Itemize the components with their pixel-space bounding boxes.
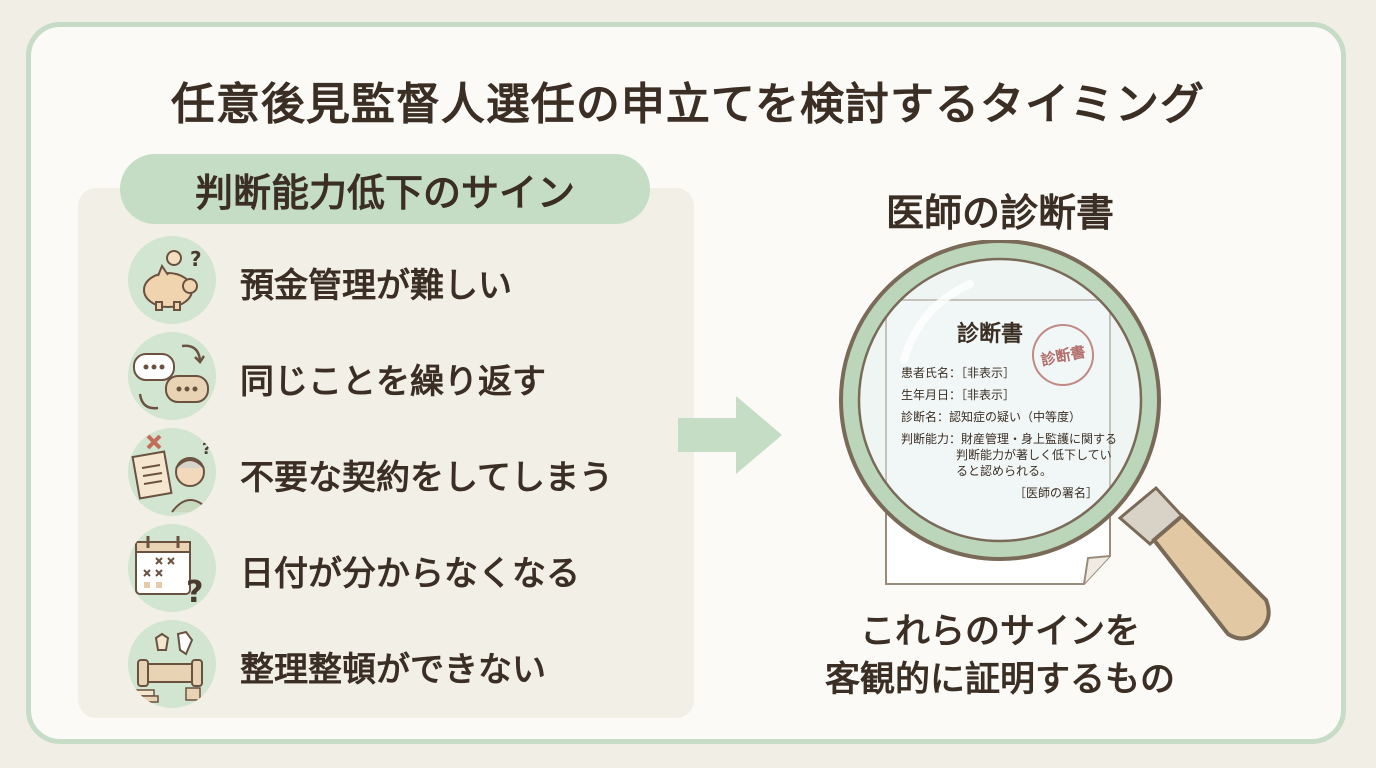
document-heading: 医師の診断書 (885, 191, 1114, 235)
document-field: 診断名：認知症の疑い（中等度） (901, 410, 1082, 424)
magnifier-lens (841, 241, 1159, 559)
field-value: ［非表示］ (961, 366, 1016, 380)
svg-text:?: ? (190, 247, 202, 271)
messy-room-icon (128, 620, 216, 708)
field-label: 患者氏名 (901, 366, 950, 380)
sign-item: 同じことを繰り返す (128, 332, 688, 422)
sign-item: 整理整頓ができない (128, 620, 688, 710)
sign-label: 整理整頓ができない (240, 650, 546, 690)
sign-item: ? 不要な契約をしてしまう (128, 428, 688, 518)
sign-item: ? 預金管理が難しい (128, 236, 688, 326)
repeating-speech-icon (128, 332, 216, 420)
field-value: 認知症の疑い（中等度） (949, 410, 1082, 424)
doctor-signature: ［医師の署名］ (1014, 486, 1099, 500)
calendar-question-icon: ? (128, 524, 216, 612)
sign-label: 同じことを繰り返す (240, 362, 546, 402)
sign-label: 預金管理が難しい (240, 266, 512, 306)
piggy-bank-question-icon: ? (128, 236, 216, 324)
caption-line: これらのサインを (859, 612, 1140, 652)
caption-line: 客観的に証明するもの (824, 660, 1175, 700)
field-label: 生年月日 (901, 388, 950, 402)
document-field: 患者氏名：［非表示］ (901, 366, 1016, 380)
document-title: 診断書 (956, 322, 1023, 347)
sign-label: 日付が分からなくなる (240, 554, 580, 594)
document-field: 生年月日：［非表示］ (901, 388, 1016, 402)
field-continuation: 判断能力が著しく低下してい (956, 448, 1112, 462)
svg-text:?: ? (202, 439, 211, 458)
right-arrow-icon (678, 396, 782, 474)
svg-text:?: ? (186, 575, 203, 610)
document-field: 判断能力：財産管理・身上監護に関する (901, 432, 1118, 446)
magnifier-handle (1117, 485, 1271, 641)
field-value: ［非表示］ (961, 388, 1016, 402)
page-title: 任意後見監督人選任の申立てを検討するタイミング (170, 79, 1206, 130)
sign-item: ? 日付が分からなくなる (128, 524, 688, 614)
contract-confused-elder-icon: ? (128, 428, 216, 516)
field-value: 財産管理・身上監護に関する (961, 432, 1118, 446)
magnifier-illustration (839, 240, 1271, 641)
sign-label: 不要な契約をしてしまう (240, 458, 613, 498)
field-label: 判断能力 (901, 432, 950, 446)
field-label: 診断名 (901, 410, 938, 424)
caption: これらのサインを 客観的に証明するもの (770, 608, 1230, 704)
signs-heading: 判断能力低下のサイン (120, 154, 650, 224)
field-continuation: ると認められる。 (956, 464, 1053, 478)
